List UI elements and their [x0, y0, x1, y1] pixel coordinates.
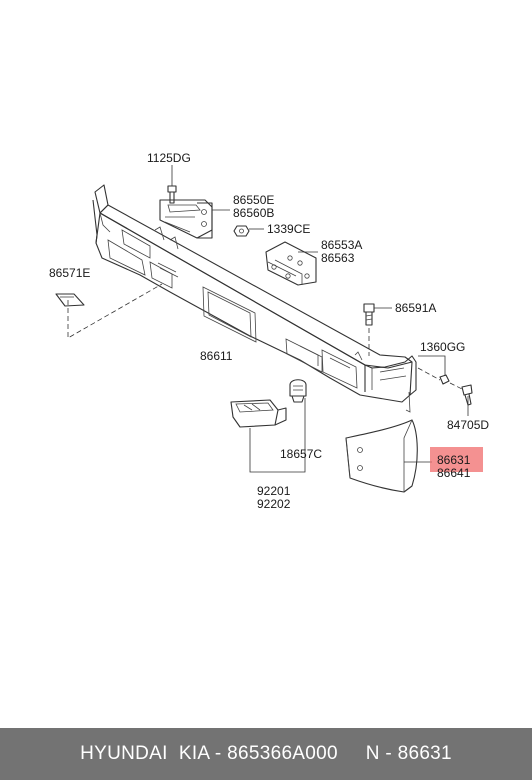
label-92202: 92202	[257, 497, 291, 511]
parts-diagram: 1125DG 86550E 86560B 1339CE 86553A 86563…	[49, 151, 489, 511]
label-1360gg: 1360GG	[420, 340, 465, 354]
nut-1339ce-drawing	[233, 225, 264, 237]
label-86560b: 86560B	[233, 206, 274, 220]
bumper-beam-drawing	[92, 184, 417, 413]
screw-84705d-drawing	[449, 382, 473, 416]
label-1125dg: 1125DG	[147, 151, 191, 165]
label-86563: 86563	[321, 251, 355, 265]
lamp-92201-drawing	[230, 398, 306, 473]
label-86571e: 86571E	[49, 266, 90, 280]
label-84705d: 84705D	[447, 418, 489, 432]
bracket-86550e-drawing	[159, 199, 230, 239]
footer-bar: HYUNDAI KIA - 865366A000 N - 86631	[0, 728, 532, 780]
end-cap-86631-drawing	[345, 419, 432, 493]
cover-86571e-drawing	[55, 283, 163, 339]
label-18657c: 18657C	[280, 447, 322, 461]
label-86591a: 86591A	[395, 301, 436, 315]
highlight-box	[430, 447, 483, 472]
stay-86553a-drawing	[265, 241, 318, 286]
label-86550e: 86550E	[233, 193, 274, 207]
bulb-18657c-drawing	[289, 379, 307, 403]
clip-1360gg-drawing	[417, 355, 450, 385]
bolt-86591a-drawing	[363, 303, 392, 356]
label-86553a: 86553A	[321, 238, 362, 252]
label-1339ce: 1339CE	[267, 222, 310, 236]
bolt-1125dg-drawing	[167, 165, 177, 204]
label-86611: 86611	[200, 349, 233, 363]
label-86641: 86641	[437, 466, 471, 480]
footer-text: HYUNDAI KIA - 865366A000 N - 86631	[80, 743, 452, 764]
label-92201: 92201	[257, 484, 291, 498]
label-86631: 86631	[437, 453, 471, 467]
